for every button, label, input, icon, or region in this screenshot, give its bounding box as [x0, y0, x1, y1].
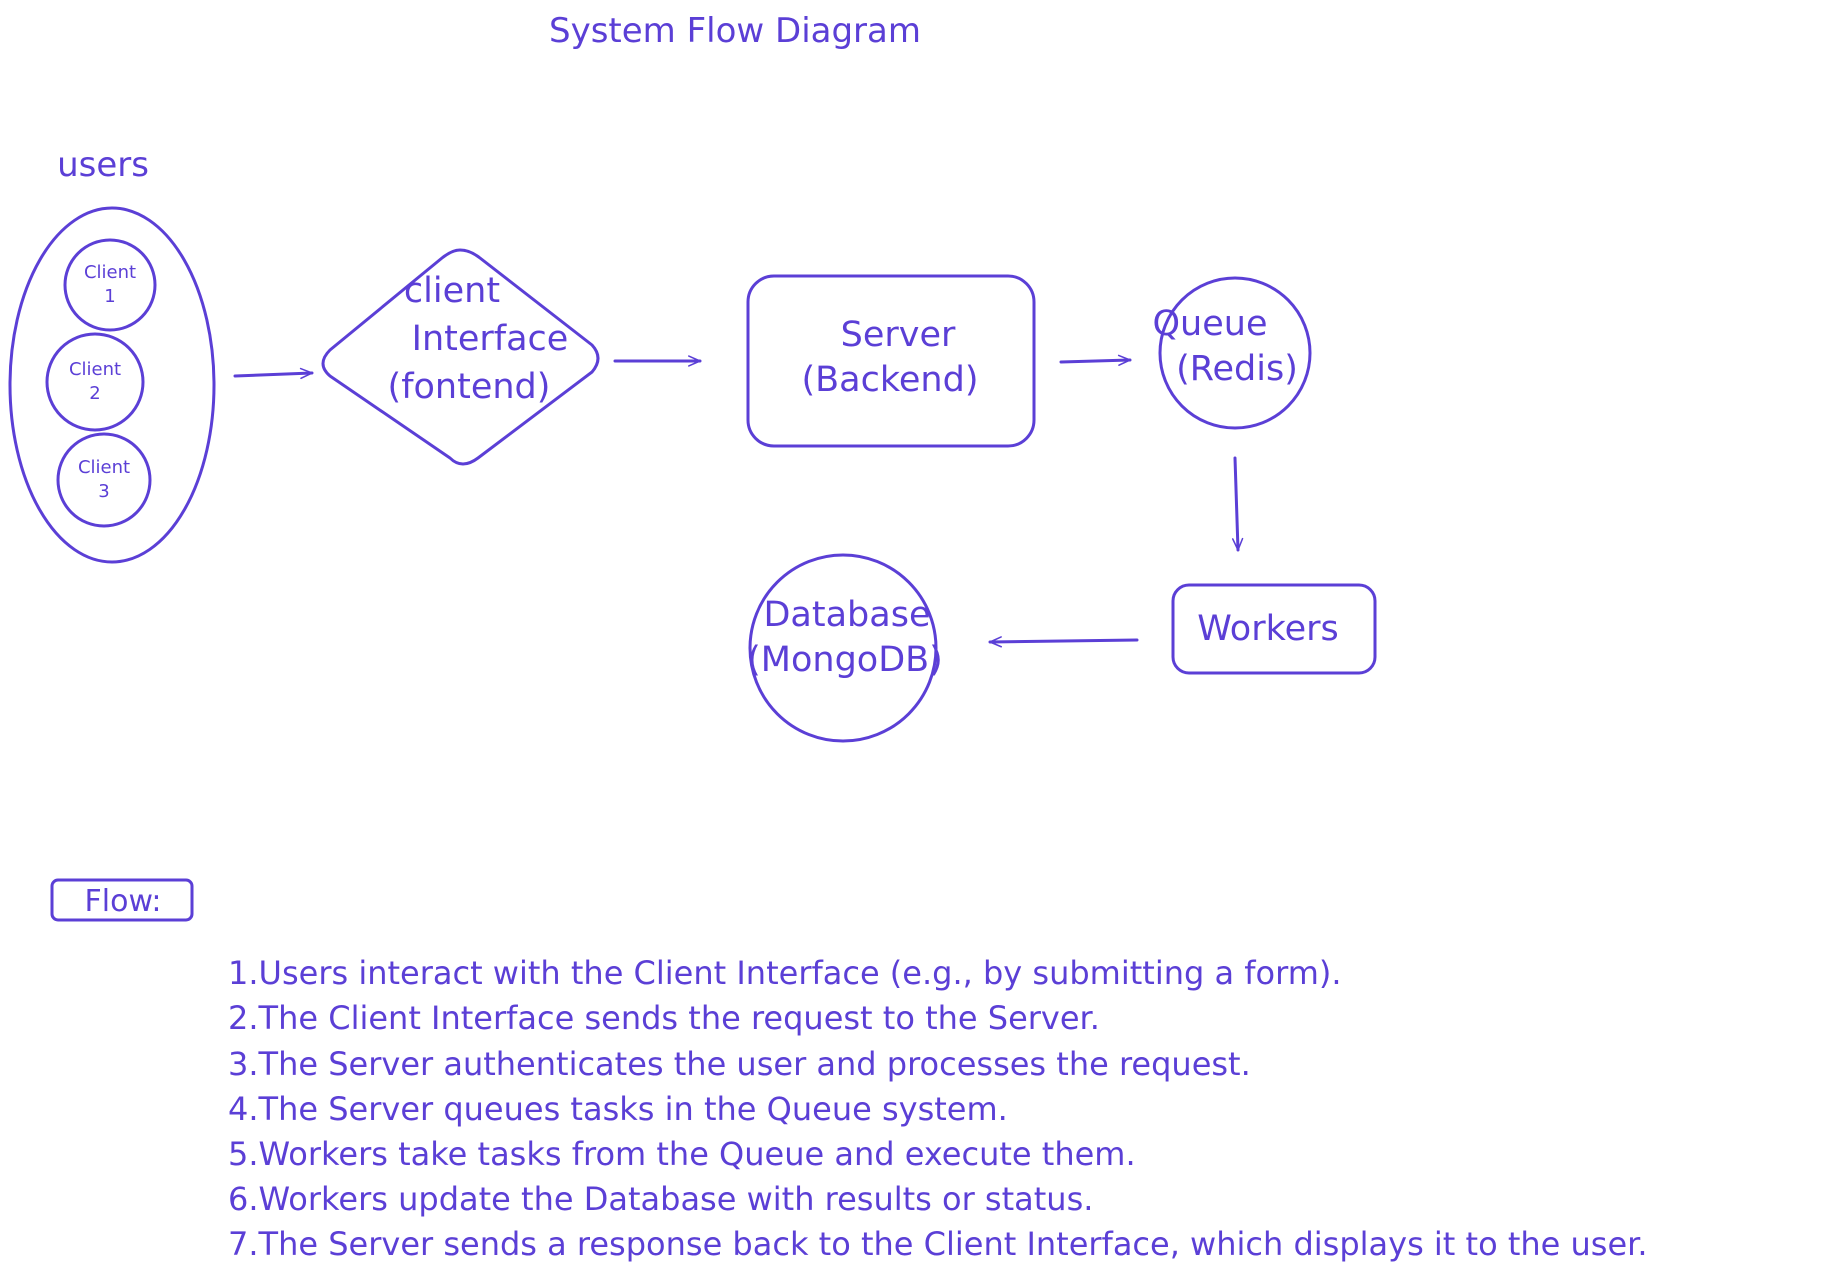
svg-text:Queue: Queue — [1153, 304, 1268, 344]
queue-circle — [1158, 276, 1312, 430]
arrow-queue-to-workers — [1231, 456, 1244, 552]
server-box — [746, 274, 1036, 448]
svg-text:7.The Server sends a response: 7.The Server sends a response back to th… — [228, 1225, 1648, 1263]
client-1-node: Client 1 — [63, 238, 157, 332]
client-interface-node: client Interface (fontend) — [321, 248, 600, 466]
flow-step-5: 5.Workers take tasks from the Queue and … — [228, 1135, 1136, 1173]
server-line2: (Backend) — [802, 360, 979, 400]
svg-text:3.The Server authenticates the: 3.The Server authenticates the user and … — [228, 1045, 1251, 1083]
queue-line1: Queue — [1153, 304, 1268, 344]
database-node: Database (MongoDB) — [747, 553, 943, 743]
flow-step-3: 3.The Server authenticates the user and … — [228, 1045, 1251, 1083]
client-2-node: Client 2 — [45, 332, 145, 432]
arrow-workers-to-database — [988, 636, 1139, 648]
svg-text:Flow:: Flow: — [85, 884, 162, 919]
client-2-label: Client — [69, 359, 121, 380]
svg-text:Client: Client — [69, 359, 121, 380]
workers-node: Workers — [1171, 583, 1377, 675]
svg-text:Client: Client — [84, 262, 136, 283]
svg-text:(fontend): (fontend) — [388, 367, 551, 407]
svg-text:Interface: Interface — [412, 319, 569, 359]
svg-text:(MongoDB): (MongoDB) — [747, 640, 943, 680]
flow-step-7: 7.The Server sends a response back to th… — [228, 1225, 1648, 1263]
svg-text:2: 2 — [89, 383, 100, 404]
users-group-ellipse — [8, 206, 216, 564]
svg-text:(Redis): (Redis) — [1176, 349, 1298, 389]
svg-text:6.Workers update the Database: 6.Workers update the Database with resul… — [228, 1180, 1093, 1218]
flow-steps-list: 1.Users interact with the Client Interfa… — [228, 954, 1648, 1263]
diagram-title: System Flow Diagram — [549, 11, 921, 51]
client-1-number: 1 — [104, 286, 115, 307]
arrow-server-to-queue — [1059, 354, 1132, 366]
client-2-number: 2 — [89, 383, 100, 404]
flow-step-6: 6.Workers update the Database with resul… — [228, 1180, 1093, 1218]
client-interface-diamond — [321, 248, 600, 466]
arrow-users-to-client-interface — [233, 367, 314, 380]
flow-label: Flow: — [85, 884, 162, 919]
database-line1: Database — [763, 595, 930, 635]
database-line2: (MongoDB) — [747, 640, 943, 680]
svg-text:Server: Server — [841, 315, 956, 355]
client-interface-line1: client — [404, 271, 500, 311]
flow-step-4: 4.The Server queues tasks in the Queue s… — [228, 1090, 1008, 1128]
client-3-node: Client 3 — [56, 432, 152, 528]
svg-text:1: 1 — [104, 286, 115, 307]
client-3-number: 3 — [98, 481, 109, 502]
client-1-label: Client — [84, 262, 136, 283]
client-3-label: Client — [78, 457, 130, 478]
client-interface-line3: (fontend) — [388, 367, 551, 407]
svg-text:client: client — [404, 271, 500, 311]
svg-text:Client: Client — [78, 457, 130, 478]
client-3-circle — [56, 432, 152, 528]
flow-label-rect — [50, 878, 194, 922]
svg-text:2.The Client Interface sends t: 2.The Client Interface sends the request… — [228, 999, 1100, 1037]
queue-node: Queue (Redis) — [1153, 276, 1312, 430]
queue-line2: (Redis) — [1176, 349, 1298, 389]
database-circle — [748, 553, 938, 743]
svg-text:Workers: Workers — [1197, 609, 1339, 649]
client-interface-line2: Interface — [412, 319, 569, 359]
workers-line1: Workers — [1197, 609, 1339, 649]
svg-text:1.Users interact with the Clie: 1.Users interact with the Client Interfa… — [228, 954, 1342, 992]
server-node: Server (Backend) — [746, 274, 1036, 448]
flow-step-1: 1.Users interact with the Client Interfa… — [228, 954, 1342, 992]
flow-step-2: 2.The Client Interface sends the request… — [228, 999, 1100, 1037]
svg-text:Database: Database — [763, 595, 930, 635]
users-group-label: users — [57, 145, 149, 185]
client-2-circle — [45, 332, 145, 432]
server-line1: Server — [841, 315, 956, 355]
svg-text:4.The Server queues tasks in t: 4.The Server queues tasks in the Queue s… — [228, 1090, 1008, 1128]
flow-label-box: Flow: — [50, 878, 194, 922]
client-1-circle — [63, 238, 157, 332]
workers-box — [1171, 583, 1377, 675]
svg-text:5.Workers take tasks from the: 5.Workers take tasks from the Queue and … — [228, 1135, 1136, 1173]
svg-text:(Backend): (Backend) — [802, 360, 979, 400]
svg-text:3: 3 — [98, 481, 109, 502]
